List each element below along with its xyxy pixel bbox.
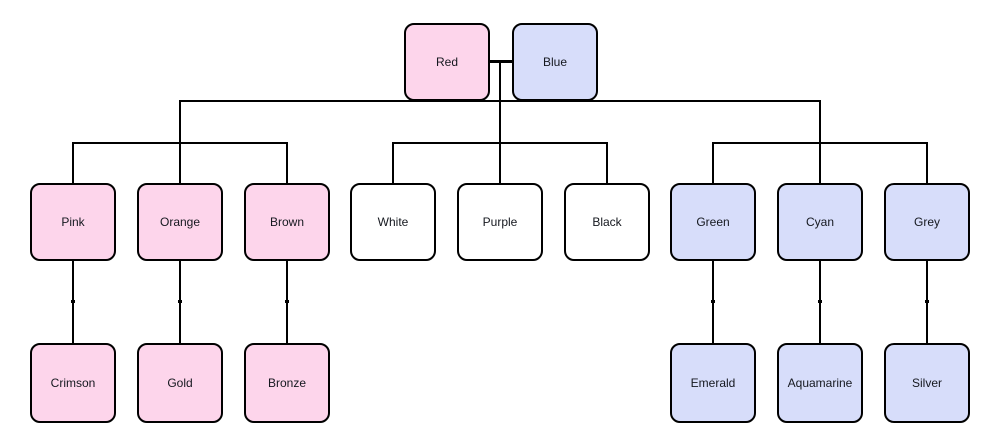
edge-joint-tick xyxy=(285,300,289,303)
edge-joint-tick xyxy=(818,300,822,303)
node-cyan: Cyan xyxy=(777,183,863,261)
edge-to-pink xyxy=(72,142,74,183)
node-brown: Brown xyxy=(244,183,330,261)
node-white: White xyxy=(350,183,436,261)
edge-joint-tick xyxy=(71,300,75,303)
node-pink: Pink xyxy=(30,183,116,261)
edge-couple-bar xyxy=(490,60,512,63)
node-bronze: Bronze xyxy=(244,343,330,423)
edge-to-grey xyxy=(926,142,928,183)
edge-joint-tick xyxy=(711,300,715,303)
edge-group-left-rail xyxy=(72,142,288,144)
node-grey: Grey xyxy=(884,183,970,261)
edge-joint-tick xyxy=(178,300,182,303)
node-black: Black xyxy=(564,183,650,261)
node-aquamarine: Aquamarine xyxy=(777,343,863,423)
node-orange: Orange xyxy=(137,183,223,261)
edge-to-black xyxy=(606,142,608,183)
edge-group-middle-rail xyxy=(392,142,608,144)
node-blue: Blue xyxy=(512,23,598,101)
edge-to-brown xyxy=(286,142,288,183)
edge-joint-tick xyxy=(925,300,929,303)
node-red: Red xyxy=(404,23,490,101)
edge-to-white xyxy=(392,142,394,183)
node-silver: Silver xyxy=(884,343,970,423)
node-gold: Gold xyxy=(137,343,223,423)
node-purple: Purple xyxy=(457,183,543,261)
node-crimson: Crimson xyxy=(30,343,116,423)
edge-trunk-center xyxy=(499,60,501,183)
node-emerald: Emerald xyxy=(670,343,756,423)
edge-level1-rail xyxy=(179,100,821,102)
edge-to-green xyxy=(712,142,714,183)
edge-drop-left-group xyxy=(179,100,181,183)
node-green: Green xyxy=(670,183,756,261)
edge-drop-right-group xyxy=(819,100,821,183)
edge-group-right-rail xyxy=(712,142,928,144)
